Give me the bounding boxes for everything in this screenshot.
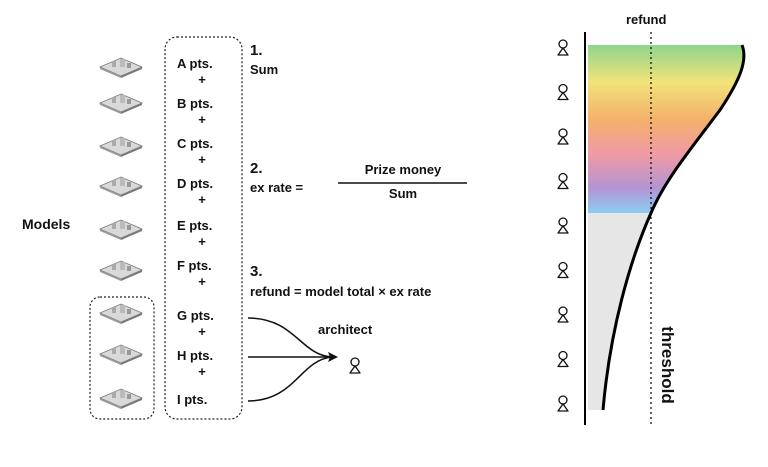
step2-number: 2. — [250, 160, 263, 177]
points-item: F pts. — [177, 258, 212, 273]
points-item: I pts. — [177, 392, 208, 407]
plus-sign: + — [198, 192, 206, 207]
refund-chart — [584, 32, 746, 425]
plus-sign: + — [198, 324, 206, 339]
points-item: E pts. — [177, 218, 213, 233]
person-keyhole-icon — [557, 306, 569, 323]
city-model-icon — [98, 258, 144, 287]
points-item: B pts. — [177, 96, 214, 111]
architect-label: architect — [318, 322, 373, 337]
city-model-icon — [98, 342, 144, 371]
threshold-label: threshold — [658, 326, 677, 404]
refund-label: refund — [626, 12, 667, 27]
step1-text: Sum — [250, 62, 279, 77]
points-item: H pts. — [177, 348, 214, 363]
arrow-i — [247, 356, 333, 402]
arrow-head — [328, 352, 338, 362]
person-keyhole-icon — [557, 83, 569, 101]
person-keyhole-icon — [557, 395, 569, 412]
plus-sign: + — [198, 152, 206, 167]
arrow-g — [247, 317, 333, 358]
plus-sign: + — [198, 364, 206, 379]
plus-sign: + — [198, 274, 206, 289]
refund-curve — [601, 44, 746, 411]
points-item: G pts. — [177, 308, 214, 323]
person-icons-column — [557, 39, 569, 412]
step2-lhs: ex rate = — [250, 180, 304, 195]
plus-sign: + — [198, 234, 206, 249]
plus-sign: + — [198, 72, 206, 87]
step2-numerator: Prize money — [364, 162, 442, 177]
refund-area — [588, 45, 743, 213]
person-keyhole-icon — [557, 350, 569, 368]
models-label: Models — [22, 216, 71, 232]
person-keyhole-icon — [557, 261, 569, 279]
architect-person-icon — [349, 357, 361, 374]
person-keyhole-icon — [557, 172, 569, 190]
city-model-icon — [98, 217, 144, 246]
city-model-icon — [98, 91, 144, 120]
architect-models-group — [89, 296, 155, 420]
points-item: C pts. — [177, 136, 214, 151]
city-model-icon — [98, 386, 144, 415]
step3-text: refund = model total × ex rate — [250, 284, 432, 299]
city-model-icon — [98, 174, 144, 203]
city-model-icon — [98, 301, 144, 330]
step3-number: 3. — [250, 263, 263, 280]
city-model-icon — [98, 55, 144, 84]
person-keyhole-icon — [557, 217, 569, 234]
city-model-icon — [98, 134, 144, 163]
points-item: A pts. — [177, 56, 213, 71]
step1-number: 1. — [250, 42, 263, 59]
step2-denominator: Sum — [388, 186, 418, 201]
below-threshold-area — [588, 213, 651, 410]
plus-sign: + — [198, 112, 206, 127]
points-item: D pts. — [177, 176, 214, 191]
person-keyhole-icon — [557, 128, 569, 145]
person-keyhole-icon — [557, 39, 569, 56]
